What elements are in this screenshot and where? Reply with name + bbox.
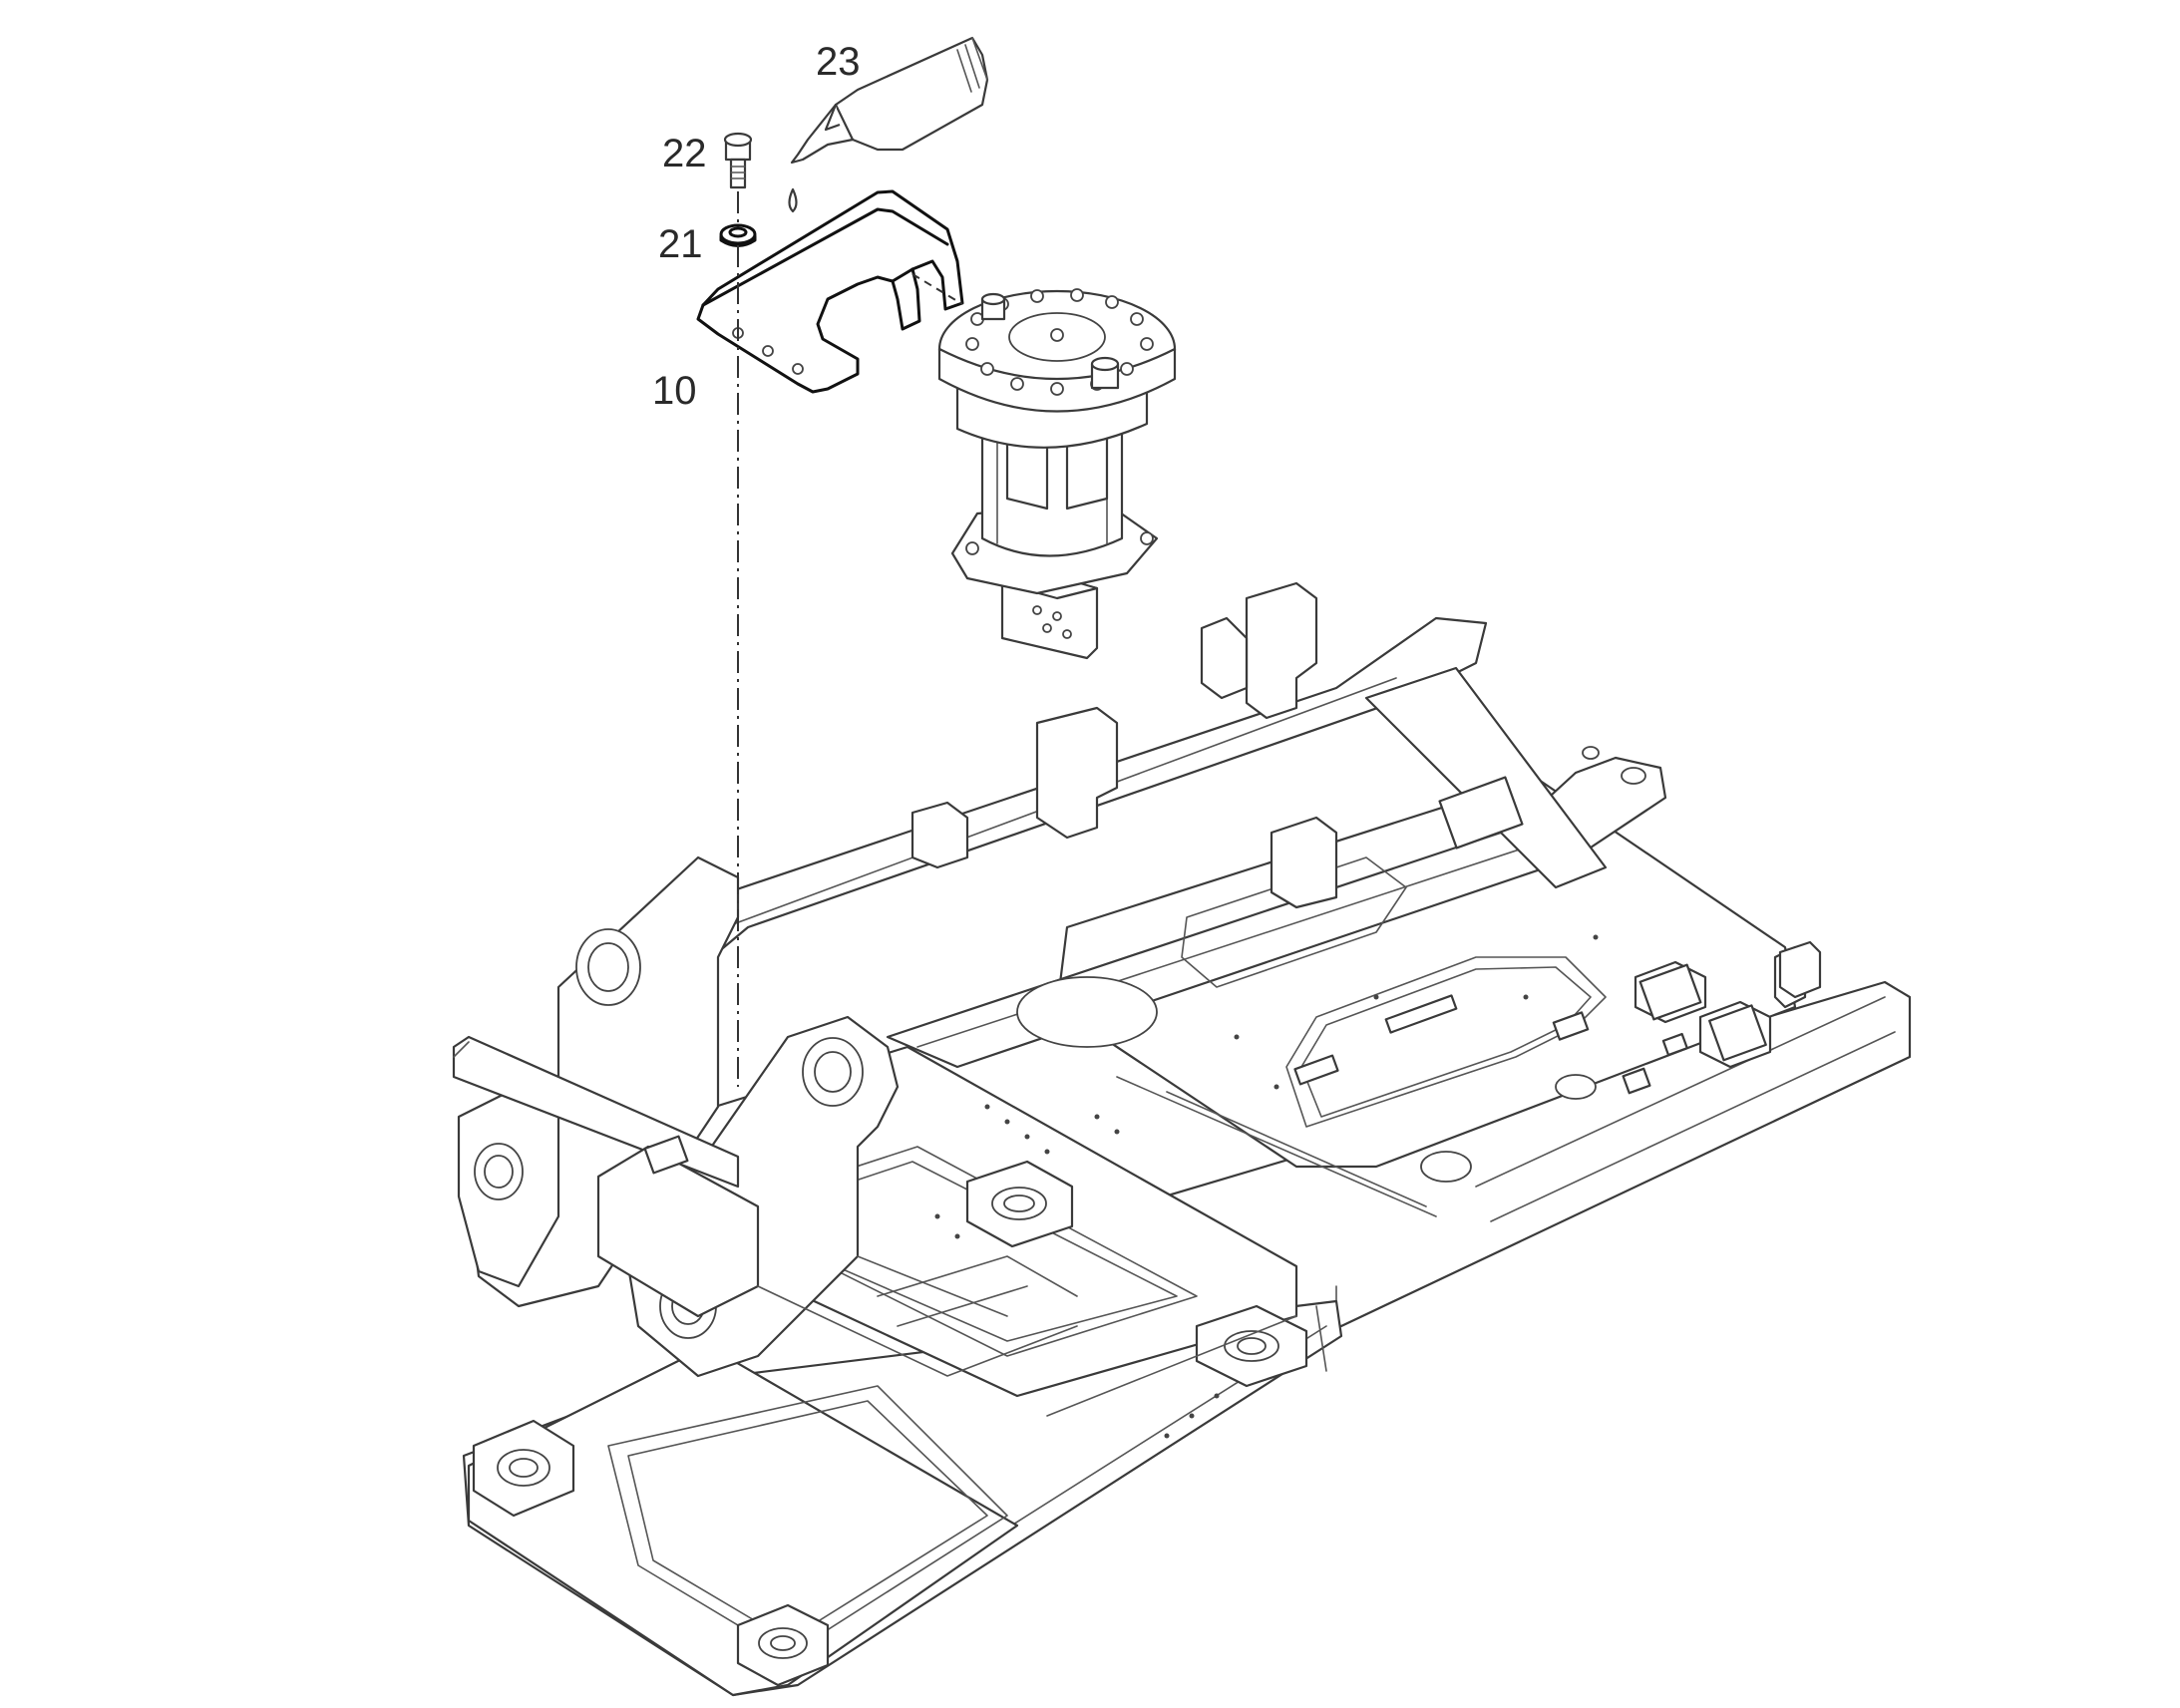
undercarriage-frame	[452, 616, 1912, 1697]
adhesive-drop	[788, 187, 798, 213]
washer-part-21	[719, 223, 757, 247]
bracket-left-upright	[1035, 706, 1119, 840]
swivel-fitting-right	[1090, 356, 1120, 390]
bracket-top-right	[1245, 581, 1318, 720]
bracket-center	[910, 801, 969, 869]
swivel-fitting-left	[980, 292, 1006, 321]
callout-21: 21	[658, 222, 703, 266]
center-opening	[1016, 976, 1158, 1048]
swivel-joint	[937, 288, 1177, 660]
bracket-plate	[696, 189, 964, 394]
mid-left-pad	[965, 1160, 1074, 1248]
mid-right-pad	[1195, 1304, 1308, 1388]
front-right-pad	[736, 1603, 830, 1687]
retaining-bracket-part-10	[696, 189, 964, 394]
alignment-lines	[737, 191, 963, 1087]
callout-23: 23	[816, 40, 861, 84]
tube-body	[834, 36, 989, 152]
vertical-brackets	[910, 581, 1822, 1062]
callout-22: 22	[662, 132, 707, 175]
bolt-part-22	[723, 132, 753, 189]
front-left-pad	[472, 1419, 575, 1518]
callout-10: 10	[652, 369, 697, 413]
adhesive-tube-part-23	[788, 36, 989, 213]
